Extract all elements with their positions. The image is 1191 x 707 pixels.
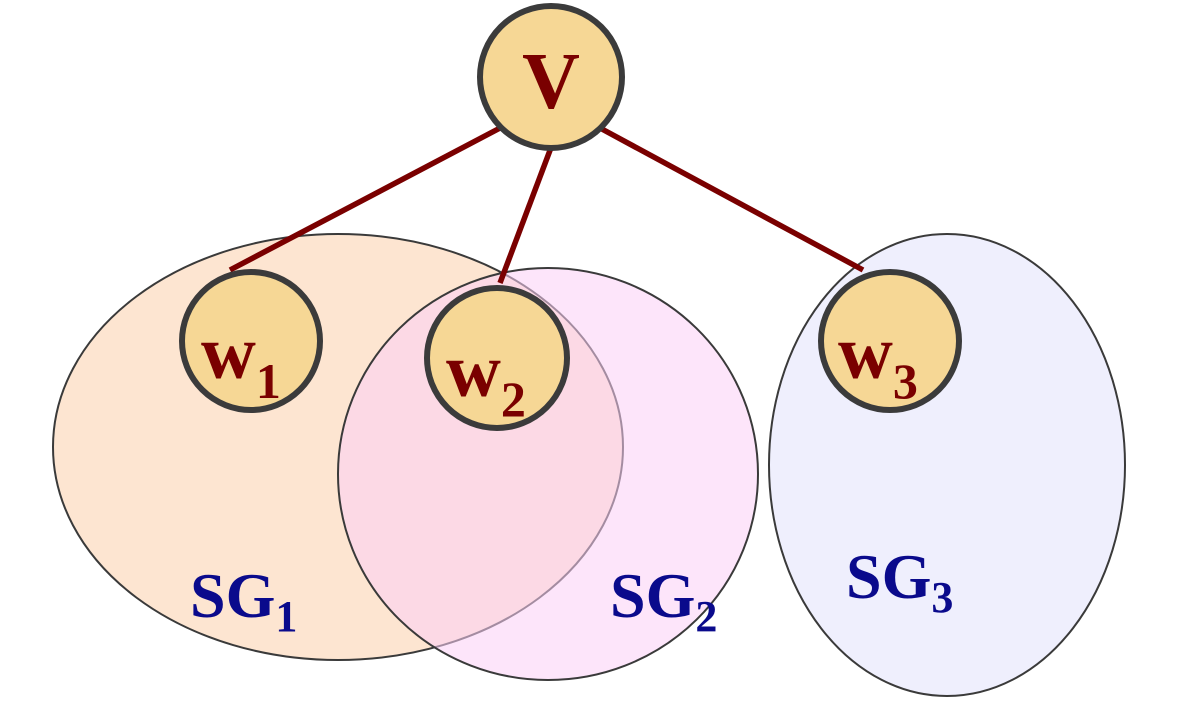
node-w2-subscript: 2	[501, 371, 526, 427]
edge-v-w3	[598, 125, 865, 273]
node-v-circle	[477, 3, 625, 151]
node-w3: w3	[818, 269, 962, 413]
node-w1-base: w	[201, 311, 256, 395]
node-w1-label: w1	[201, 311, 281, 409]
node-w2: w2	[424, 285, 570, 431]
node-w3-subscript: 3	[893, 353, 918, 409]
subgraph-sg3-label: SG3	[846, 541, 953, 622]
node-v: V	[477, 3, 625, 151]
node-w1-circle	[179, 269, 323, 413]
edge-v-w1	[228, 124, 504, 273]
subgraph-sg2-label: SG2	[610, 560, 717, 641]
node-w2-label: w2	[446, 329, 526, 427]
node-w3-label: w3	[838, 311, 918, 409]
node-w3-base: w	[838, 311, 893, 395]
subgraph-sg3-base: SG	[846, 541, 931, 612]
node-w3-circle	[818, 269, 962, 413]
subgraph-sg1-base: SG	[190, 560, 275, 631]
node-w2-circle	[424, 285, 570, 431]
node-v-label: V	[522, 38, 580, 126]
node-w1-subscript: 1	[256, 353, 281, 409]
subgraph-sg1-label: SG1	[190, 560, 297, 641]
subgraph-sg1-subscript: 1	[275, 592, 297, 641]
subgraph-sg2-base: SG	[610, 560, 695, 631]
subgraph-sg2-subscript: 2	[695, 592, 717, 641]
edge-v-w2	[497, 144, 555, 284]
subgraph-sg3-subscript: 3	[931, 573, 953, 622]
node-w2-base: w	[446, 329, 501, 413]
node-w1: w1	[179, 269, 323, 413]
